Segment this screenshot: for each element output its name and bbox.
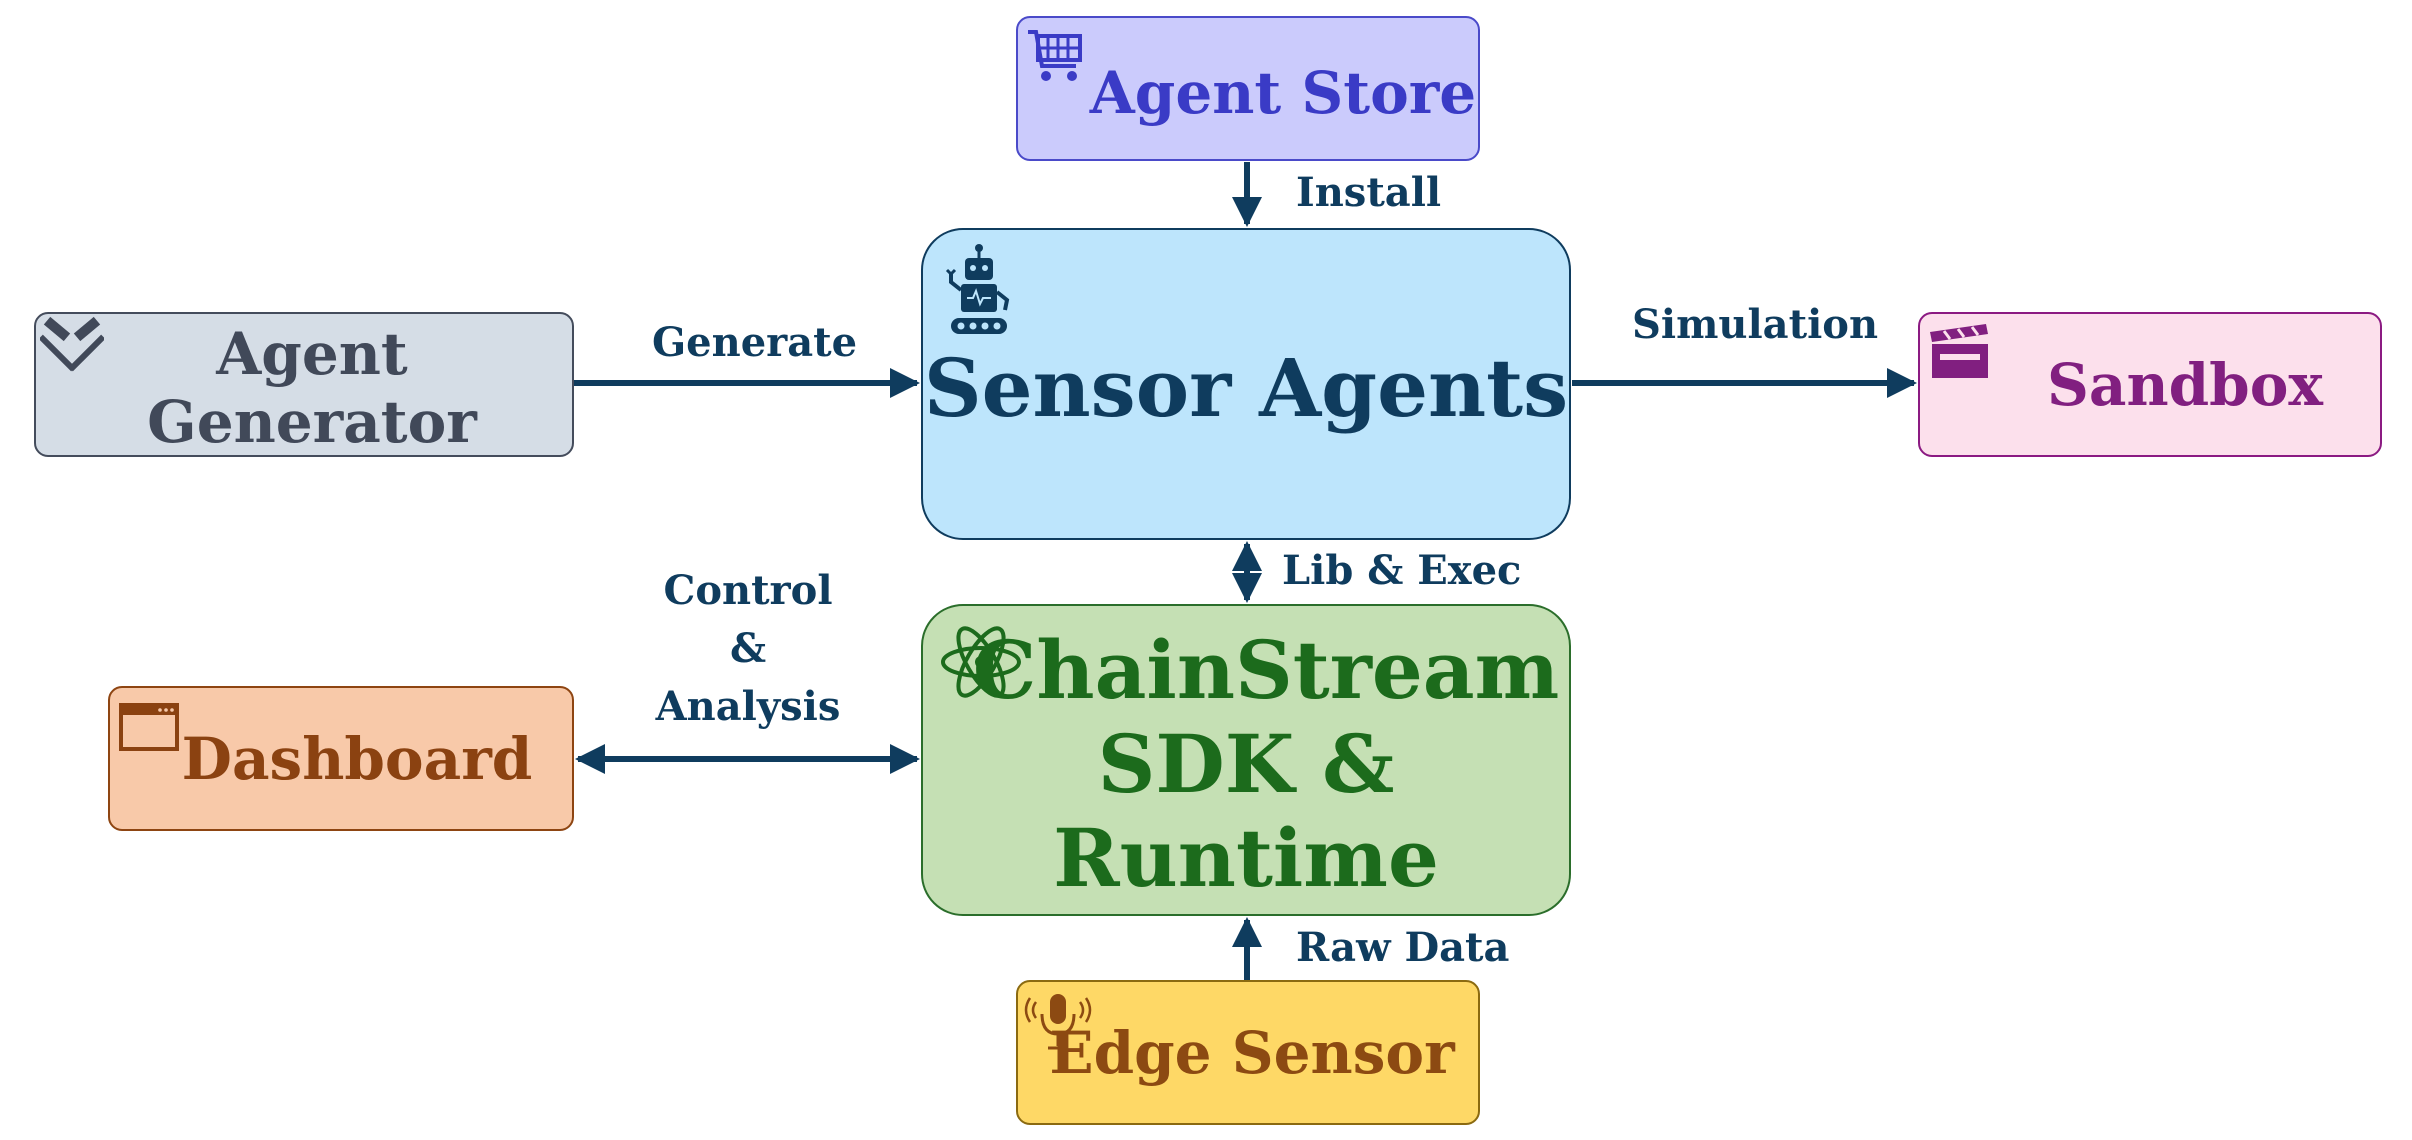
shopping-cart-icon — [1028, 30, 1082, 81]
dashboard-node: Dashboard — [108, 686, 574, 831]
agent-generator-label: Agent Generator — [147, 319, 477, 456]
agent-store-node: Agent Store — [1016, 16, 1480, 161]
lib-exec-label: Lib & Exec — [1282, 547, 1522, 594]
hammer-icon — [40, 316, 104, 372]
control-label-line1: Control — [663, 567, 833, 614]
clapperboard-icon — [1930, 324, 1988, 378]
control-analysis-label: Control & Analysis — [632, 562, 864, 736]
sandbox-node: Sandbox — [1918, 312, 2382, 457]
chainstream-label-line1: ChainStream — [972, 623, 1560, 717]
browser-window-icon — [119, 703, 179, 751]
control-label-line3: Analysis — [655, 683, 841, 730]
sensor-agents-node: Sensor Agents — [921, 228, 1571, 540]
install-label: Install — [1296, 169, 1442, 216]
sandbox-label: Sandbox — [2046, 350, 2323, 419]
agent-store-label: Agent Store — [1089, 58, 1477, 127]
chainstream-node: ChainStream SDK & Runtime — [921, 604, 1571, 916]
sensor-agents-label: Sensor Agents — [923, 341, 1569, 435]
simulation-label: Simulation — [1632, 301, 1879, 348]
control-label-line2: & — [729, 625, 767, 672]
microphone-icon — [1024, 994, 1092, 1050]
agent-generator-node: Agent Generator — [34, 312, 574, 457]
dashboard-label: Dashboard — [181, 724, 533, 793]
atom-icon — [941, 626, 1021, 698]
edge-sensor-node: Edge Sensor — [1016, 980, 1480, 1125]
raw-data-label: Raw Data — [1296, 924, 1510, 971]
chainstream-label: ChainStream SDK & Runtime — [923, 623, 1569, 905]
edge-sensor-label: Edge Sensor — [1049, 1018, 1455, 1087]
chainstream-label-line2: SDK & Runtime — [1053, 717, 1439, 905]
generate-label: Generate — [652, 319, 858, 366]
robot-icon — [945, 244, 1010, 334]
